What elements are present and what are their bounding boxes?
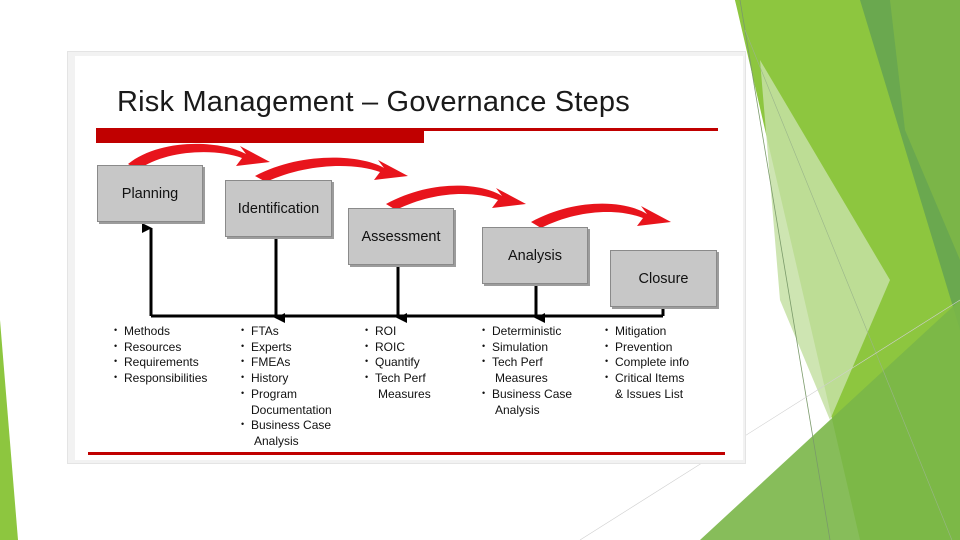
step-label: Assessment — [362, 229, 441, 245]
step-label: Analysis — [508, 248, 562, 264]
list-item: History — [241, 371, 332, 387]
list-item: FTAs — [241, 324, 332, 340]
list-item: Resources — [114, 340, 207, 356]
step-box-planning: Planning — [97, 165, 203, 222]
list-item: Simulation — [482, 340, 572, 356]
list-item: ROIC — [365, 340, 431, 356]
assessment-items: ROI ROIC Quantify Tech Perf Measures — [365, 324, 431, 403]
list-item: Tech Perf — [482, 355, 572, 371]
step-label: Planning — [122, 186, 178, 202]
list-item-continued: & Issues List — [605, 387, 689, 403]
identification-items: FTAs Experts FMEAs History Program Docum… — [241, 324, 332, 450]
step-label: Identification — [238, 201, 319, 217]
step-box-assessment: Assessment — [348, 208, 454, 265]
step-box-closure: Closure — [610, 250, 717, 307]
list-item: FMEAs — [241, 355, 332, 371]
list-item: Program — [241, 387, 332, 403]
footer-rule — [88, 452, 725, 455]
list-item-continued: Analysis — [482, 403, 572, 419]
list-item: Experts — [241, 340, 332, 356]
list-item-continued: Measures — [482, 371, 572, 387]
list-item: ROI — [365, 324, 431, 340]
step-box-identification: Identification — [225, 180, 332, 237]
planning-items: Methods Resources Requirements Responsib… — [114, 324, 207, 387]
red-curved-arrow-4 — [531, 204, 671, 228]
list-item-continued: Documentation — [241, 403, 332, 419]
list-item: Prevention — [605, 340, 689, 356]
list-item: Responsibilities — [114, 371, 207, 387]
list-item: Critical Items — [605, 371, 689, 387]
analysis-items: Deterministic Simulation Tech Perf Measu… — [482, 324, 572, 418]
red-curved-arrow-2 — [255, 158, 408, 182]
list-item: Business Case — [241, 418, 332, 434]
list-item: Requirements — [114, 355, 207, 371]
list-item: Mitigation — [605, 324, 689, 340]
list-item: Complete info — [605, 355, 689, 371]
closure-items: Mitigation Prevention Complete info Crit… — [605, 324, 689, 403]
step-label: Closure — [639, 271, 689, 287]
list-item: Methods — [114, 324, 207, 340]
list-item: Quantify — [365, 355, 431, 371]
step-box-analysis: Analysis — [482, 227, 588, 284]
list-item-continued: Analysis — [241, 434, 332, 450]
list-item: Business Case — [482, 387, 572, 403]
list-item: Tech Perf — [365, 371, 431, 387]
list-item: Deterministic — [482, 324, 572, 340]
red-curved-arrow-3 — [386, 186, 526, 210]
list-item-continued: Measures — [365, 387, 431, 403]
